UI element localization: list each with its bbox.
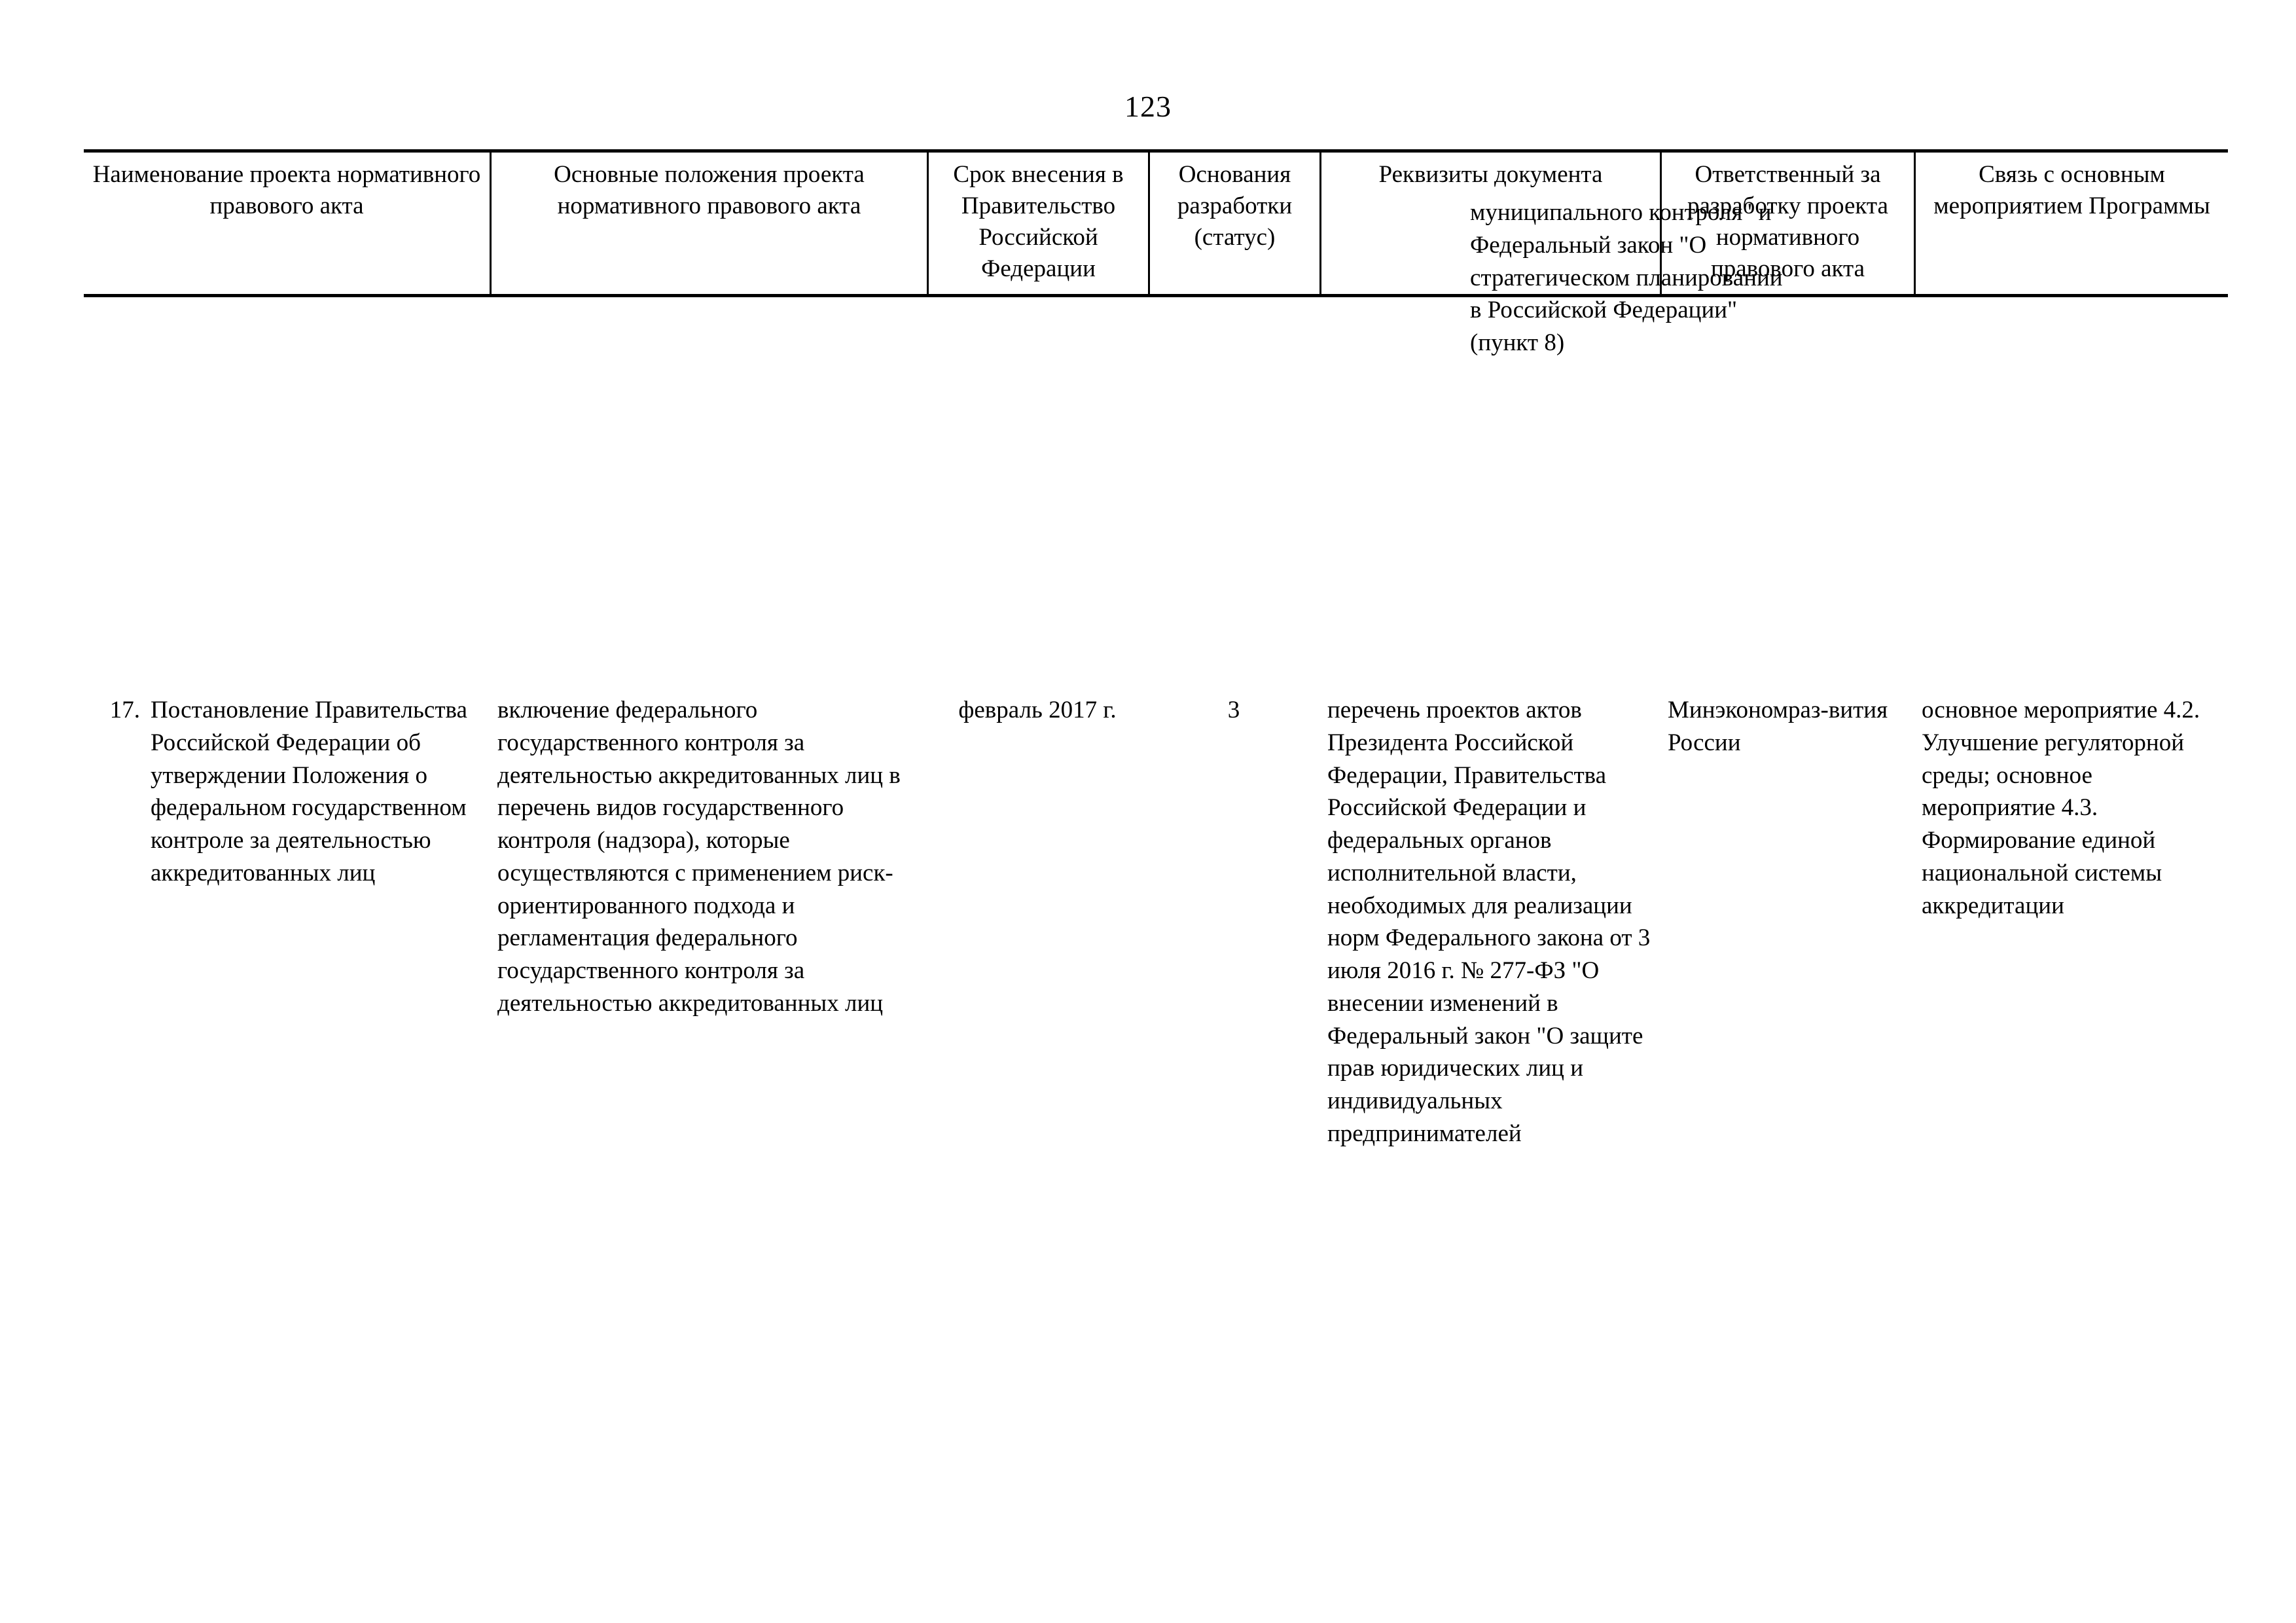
column-header-name-of-draft-act: Наименование проекта нормативного правов… [92, 161, 481, 220]
table-header-row: Наименование проекта нормативного правов… [84, 153, 2228, 295]
table-row: 17. Постановление Правительства Российск… [84, 694, 2228, 1150]
column-header-responsible-party: Ответственный за разработку проекта норм… [1660, 153, 1914, 295]
page-number: 123 [1124, 90, 1172, 123]
cell-program-link: основное мероприятие 4.2. Улучшение регу… [1922, 697, 2200, 919]
cell-document-details: перечень проектов актов Президента Росси… [1327, 697, 1651, 1147]
table-top-border [84, 149, 2228, 153]
column-header-main-provisions: Основные положения проекта нормативного … [490, 153, 927, 295]
cell-name-of-draft-act: 17. Постановление Правительства Российск… [84, 694, 490, 890]
row-number: 17. [109, 697, 140, 723]
cell-development-basis: 3 [1227, 697, 1240, 723]
column-header-development-basis: Основания разработки (статус) [1148, 153, 1319, 295]
cell-responsible-party: Минэкономраз-вития России [1668, 697, 1888, 756]
column-header-document-details: Реквизиты документа [1319, 153, 1660, 295]
continued-document-details-text: муниципального контроля" и Федеральный з… [1470, 199, 1783, 356]
column-header-program-link: Связь с основным мероприятием Программы [1914, 153, 2228, 295]
cell-submission-deadline: февраль 2017 г. [958, 697, 1117, 723]
regulatory-acts-table: Наименование проекта нормативного правов… [84, 149, 2228, 298]
cell-main-provisions: включение федерального государственного … [497, 697, 901, 1017]
column-header-submission-deadline: Срок внесения в Правительство Российской… [927, 153, 1148, 295]
table-header-bottom-border [84, 294, 2228, 298]
row-name-text: Постановление Правительства Российской Ф… [151, 697, 467, 886]
